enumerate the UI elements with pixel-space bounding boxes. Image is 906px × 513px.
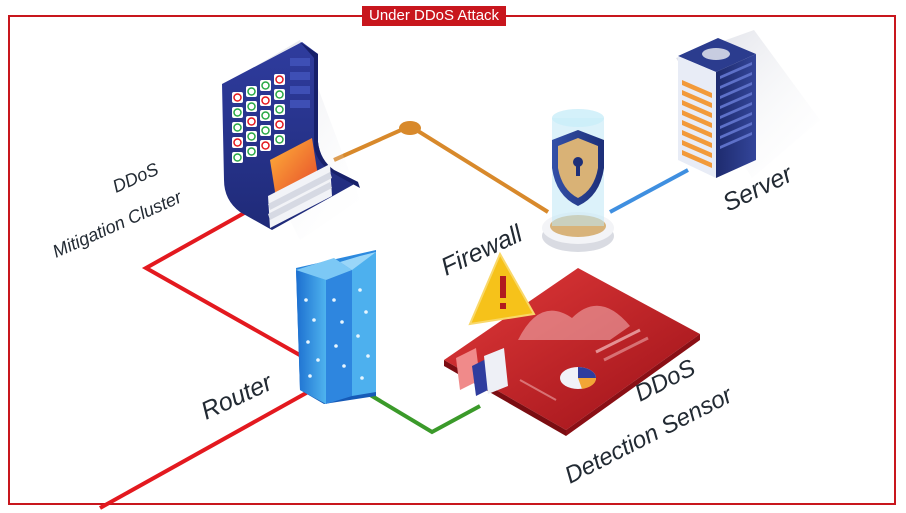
cluster-tile xyxy=(232,107,243,118)
cluster-tile xyxy=(274,134,285,145)
cluster-bar xyxy=(290,58,310,66)
server-rack-icon xyxy=(676,30,820,178)
router-led xyxy=(364,310,368,314)
server-vent xyxy=(720,72,752,89)
server-slot xyxy=(682,130,712,148)
router-led xyxy=(308,374,312,378)
router-led xyxy=(360,376,364,380)
server-slots xyxy=(682,62,752,168)
router-led xyxy=(304,298,308,302)
server-vent xyxy=(720,62,752,79)
router-led xyxy=(334,344,338,348)
cluster-tile xyxy=(260,95,271,106)
server-vent xyxy=(720,82,752,99)
cluster-tile xyxy=(232,122,243,133)
cluster-tile xyxy=(246,86,257,97)
attack-link-lower xyxy=(99,390,309,510)
cluster-tile xyxy=(246,131,257,142)
cluster-tile xyxy=(232,137,243,148)
mitigation-cluster-grid xyxy=(232,58,310,163)
router-led xyxy=(356,334,360,338)
router-led xyxy=(340,320,344,324)
cluster-tile xyxy=(246,146,257,157)
label-mitigation-line1: DDoS xyxy=(109,159,161,197)
router-led xyxy=(316,358,320,362)
label-mitigation-line2: Mitigation Cluster xyxy=(49,186,185,261)
server-slot xyxy=(682,150,712,168)
cluster-bar xyxy=(290,100,310,108)
router-front-a xyxy=(296,270,326,404)
server-slot xyxy=(682,90,712,108)
heatmap-screen xyxy=(270,138,318,198)
router-led xyxy=(306,340,310,344)
server-vent xyxy=(720,92,752,109)
server-vent xyxy=(720,112,752,129)
mitigation-cluster-icon xyxy=(222,40,360,240)
warning-icon xyxy=(468,251,536,326)
cluster-bar xyxy=(290,86,310,94)
cluster-tile xyxy=(232,152,243,163)
link-junction xyxy=(399,121,421,135)
label-firewall: Firewall xyxy=(437,219,528,281)
attack-link-upper xyxy=(141,210,306,360)
server-vent xyxy=(720,132,752,149)
mitigation-to-firewall-link xyxy=(333,123,550,214)
server-slot xyxy=(682,110,712,128)
router-front-c xyxy=(340,252,376,396)
detection-sensor-icon xyxy=(444,268,700,436)
cluster-tile xyxy=(246,101,257,112)
server-vent xyxy=(720,102,752,119)
server-slot xyxy=(682,140,712,158)
router-icon xyxy=(296,250,376,404)
cluster-tile xyxy=(274,104,285,115)
cluster-tile xyxy=(274,74,285,85)
server-vent xyxy=(720,122,752,139)
cluster-tile xyxy=(274,89,285,100)
cluster-tile xyxy=(246,116,257,127)
router-led xyxy=(358,288,362,292)
cluster-tile xyxy=(260,80,271,91)
connection-lines xyxy=(99,121,689,510)
cluster-tile xyxy=(260,125,271,136)
cluster-tile xyxy=(232,92,243,103)
firewall-to-server-link xyxy=(609,168,689,214)
server-slot xyxy=(682,100,712,118)
cluster-tile xyxy=(274,119,285,130)
cluster-tile xyxy=(260,110,271,121)
router-front-b xyxy=(326,270,352,404)
router-led xyxy=(342,364,346,368)
router-leds xyxy=(304,288,370,380)
diagram-title: Under DDoS Attack xyxy=(362,6,507,26)
cluster-bar xyxy=(290,72,310,80)
router-led xyxy=(312,318,316,322)
firewall-shield-icon xyxy=(542,109,614,252)
router-led xyxy=(332,298,336,302)
router-to-sensor-link xyxy=(360,388,481,435)
server-slot xyxy=(682,80,712,98)
router-led xyxy=(366,354,370,358)
cluster-tile xyxy=(260,140,271,151)
server-slot xyxy=(682,120,712,138)
